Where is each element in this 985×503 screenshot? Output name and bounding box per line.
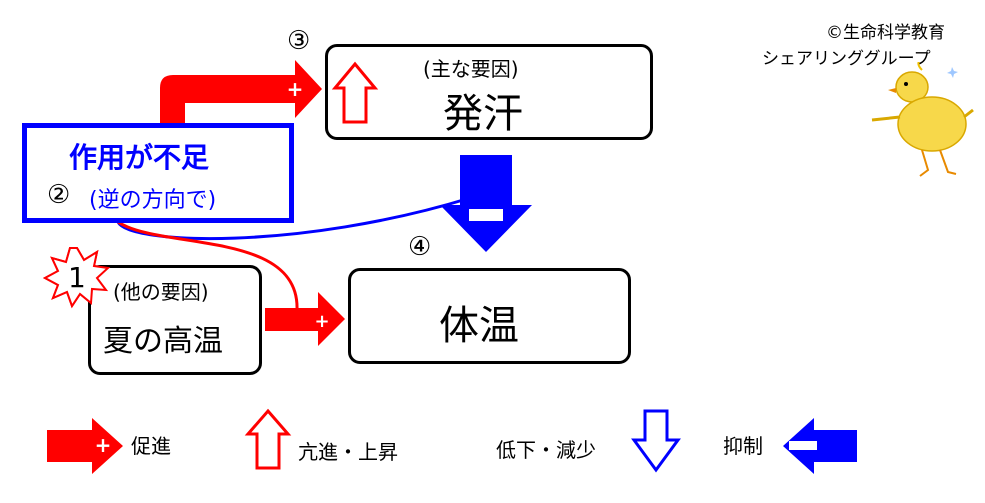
heat-number: 1 [68,261,86,294]
legend-decrease-arrow [631,409,681,473]
deficiency-box: 作用が不足 ② (逆の方向で) [22,123,294,223]
temperature-label: 体温 [439,303,519,349]
legend-enhance-label: 亢進・上昇 [298,440,398,464]
sweating-number: ③ [287,26,311,56]
legend-decrease-label: 低下・減少 [496,438,596,462]
plus-sign: + [95,433,112,457]
heat-box: (他の要因) 夏の高温 [88,265,262,375]
legend-inhibit-arrow [783,418,857,474]
legend-promote-arrow [47,418,123,474]
legend-enhance-arrow [244,408,292,470]
sweating-sub: (主な要因) [423,57,519,81]
temperature-box: 体温 [348,268,631,364]
legend-inhibit-label: 抑制 [723,434,763,458]
chick-mascot-icon [871,62,974,177]
copyright-line2: シェアリンググループ [762,49,931,69]
copyright-line1: ©生命科学教育 [826,23,945,43]
plus-sign: + [314,311,329,332]
deficiency-sub: (逆の方向で) [89,188,217,213]
heat-sub: (他の要因) [113,280,209,304]
minus-sign [469,209,503,221]
plus-sign: + [287,77,304,101]
legend-promote-label: 促進 [131,434,171,458]
sweating-box: (主な要因) 発汗 [325,44,653,140]
promote-arrow-to-sweating [160,60,322,125]
deficiency-title: 作用が不足 [69,141,210,174]
inhibit-arrow-to-temperature [440,155,532,252]
heat-label: 夏の高温 [103,324,223,359]
minus-sign [789,441,817,450]
enhance-arrow-overlay [331,61,379,124]
deficiency-to-heat-connector [117,220,299,311]
starburst-overlay [42,247,111,309]
promote-arrow-to-temperature [265,292,345,346]
sweating-label: 発汗 [443,91,523,137]
deficiency-number: ② [47,180,71,210]
temperature-number: ④ [408,232,432,262]
deficiency-connector [116,196,471,241]
